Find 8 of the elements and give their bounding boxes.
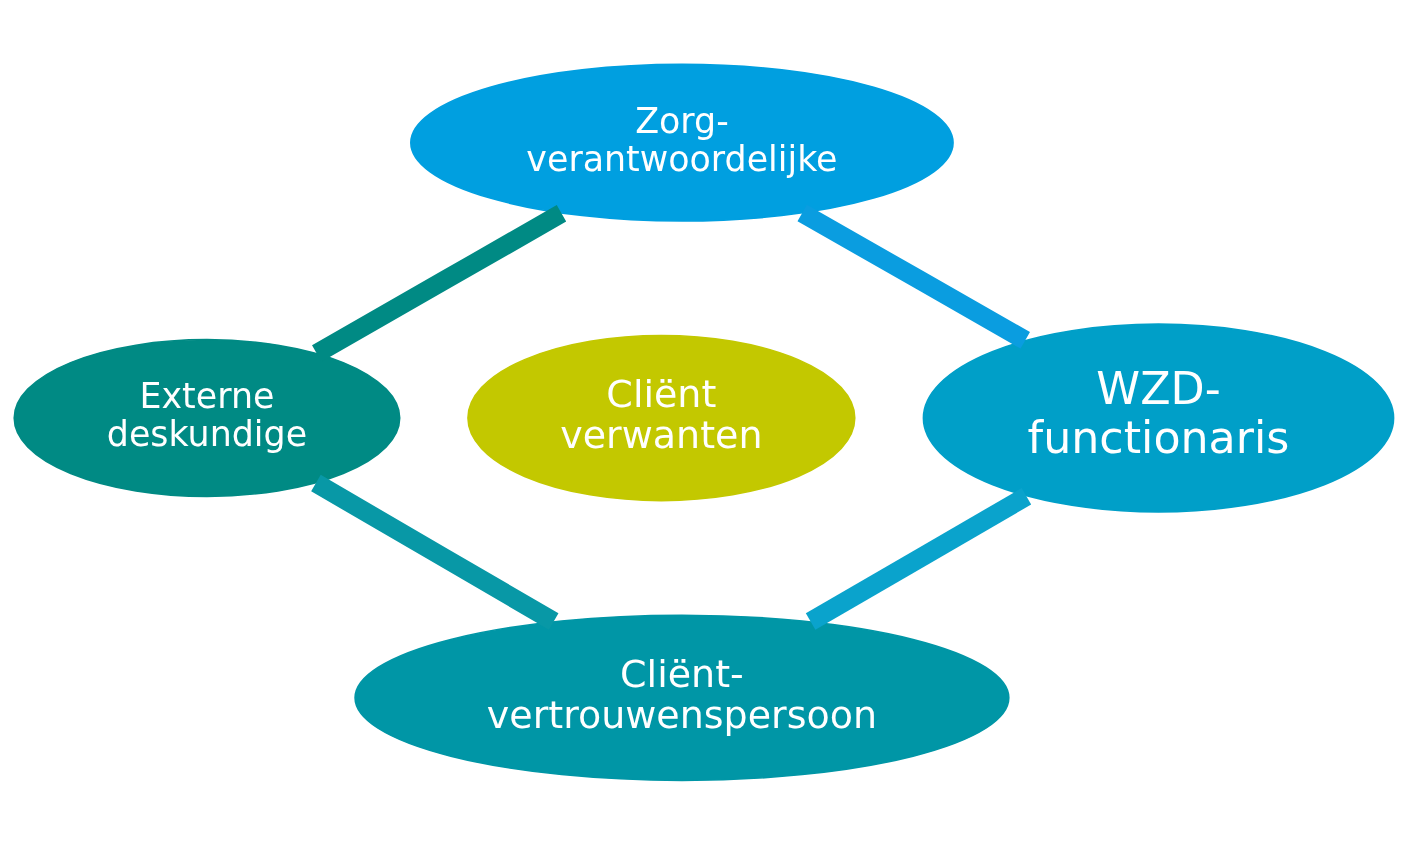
connector: [805, 487, 1032, 630]
node-ellipse: Externe deskundige: [13, 338, 401, 497]
node-ellipse: Cliënt- vertrouwenspersoon: [354, 613, 1010, 781]
node-ellipse: WZD- functionaris: [922, 322, 1395, 513]
connector: [311, 474, 559, 630]
connector: [797, 204, 1030, 349]
node-ellipse: Cliënt verwanten: [467, 334, 856, 501]
node-ellipse: Zorg- verantwoordelijke: [410, 63, 954, 222]
